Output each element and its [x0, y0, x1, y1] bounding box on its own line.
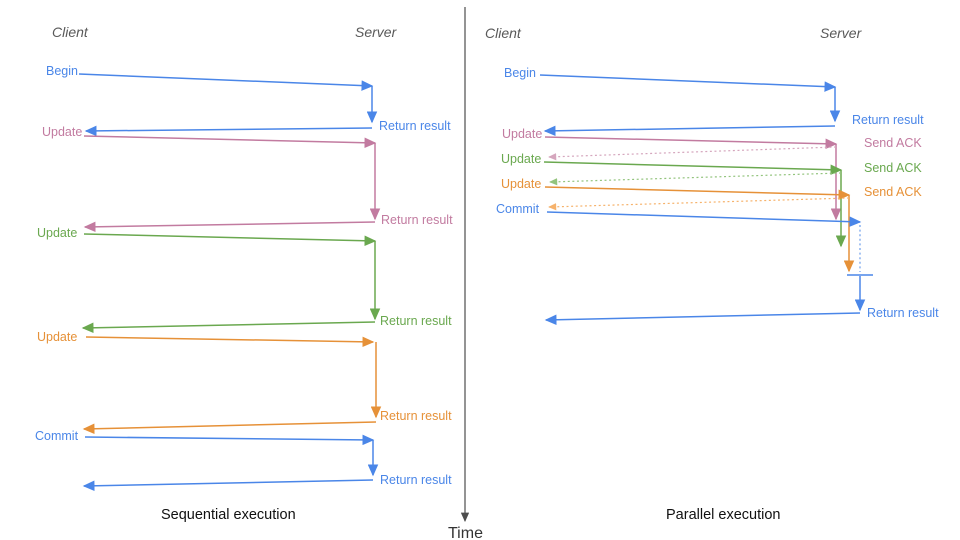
ack-line [549, 172, 842, 186]
time-axis-label: Time [448, 525, 483, 540]
response-label: Return result [380, 473, 452, 487]
response-label: Return result [852, 113, 924, 127]
request-label-update-1: Update [502, 127, 542, 141]
client-header: Client [485, 25, 522, 41]
request-label-commit: Commit [496, 202, 540, 216]
response-label: Return result [379, 119, 451, 133]
response-label: Return result [867, 306, 939, 320]
request-line [78, 73, 374, 91]
ack-label: Send ACK [864, 185, 922, 199]
response-line [81, 321, 376, 334]
request-label-update-2: Update [37, 226, 77, 240]
response-label: Return result [381, 213, 453, 227]
time-axis: Time [448, 7, 483, 540]
response-line [543, 125, 836, 137]
response-label: Return result [380, 409, 452, 423]
request-line [544, 136, 838, 149]
request-line [85, 336, 375, 348]
request-line [543, 161, 843, 175]
request-line [544, 186, 851, 200]
parallel-panel: Client Server Begin Return result Update… [485, 25, 939, 523]
request-label-update-2: Update [501, 152, 541, 166]
request-line [84, 434, 375, 446]
server-header: Server [355, 24, 398, 40]
request-label-begin: Begin [504, 66, 536, 80]
response-label: Return result [380, 314, 452, 328]
response-line [82, 421, 377, 434]
request-line [546, 211, 862, 227]
request-line [83, 233, 377, 246]
sequential-panel: Client Server Begin Return result Update… [35, 24, 453, 523]
response-line [544, 312, 861, 326]
request-label-update-3: Update [501, 177, 541, 191]
request-line [83, 135, 377, 148]
panel-title-parallel: Parallel execution [666, 507, 780, 523]
request-label-commit: Commit [35, 429, 79, 443]
request-label-update-1: Update [42, 125, 82, 139]
ack-line [548, 146, 837, 161]
response-line [82, 479, 374, 492]
ack-label: Send ACK [864, 136, 922, 150]
request-line [539, 74, 837, 92]
ack-label: Send ACK [864, 161, 922, 175]
request-label-begin: Begin [46, 64, 78, 78]
ack-line [548, 197, 850, 211]
client-header: Client [52, 24, 89, 40]
response-line [83, 221, 376, 233]
server-header: Server [820, 25, 863, 41]
response-line [84, 125, 373, 137]
panel-title-sequential: Sequential execution [161, 507, 296, 523]
request-label-update-3: Update [37, 330, 77, 344]
